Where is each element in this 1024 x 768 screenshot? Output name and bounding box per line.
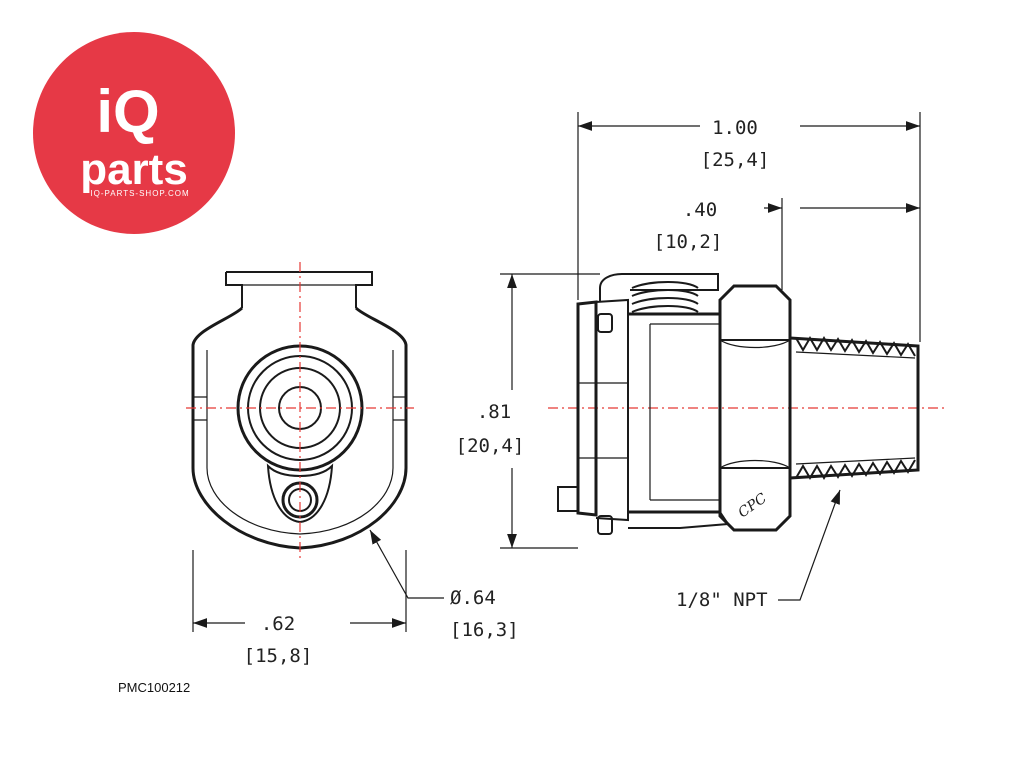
side-front-flange (576, 300, 598, 517)
front-diameter-mm: [16,3] (450, 619, 519, 641)
front-button-key (266, 463, 334, 524)
side-height-mm: [20,4] (456, 435, 525, 457)
side-thread-len-mm: [10,2] (654, 231, 723, 253)
side-view: CPC 1.00 [25,4] .40 [10,2] .81 [20,4] 1/… (456, 112, 944, 611)
logo-tagline: IQ-PARTS-SHOP.COM (90, 189, 189, 198)
side-flange-body (595, 298, 629, 522)
side-hex-curve-top (719, 339, 791, 349)
front-side-notch-left (193, 396, 207, 421)
side-clip-bottom (597, 515, 613, 535)
logo-text-iq: iQ (96, 78, 159, 145)
side-locating-pin (557, 486, 579, 512)
side-length-mm: [25,4] (701, 149, 770, 171)
side-clip-top (597, 313, 613, 333)
front-diameter-inch: Ø.64 (450, 587, 496, 609)
side-thread-root-bot (795, 457, 916, 465)
side-npt-leader (778, 489, 841, 601)
side-length-inch: 1.00 (712, 117, 758, 139)
side-hex-nut (718, 284, 792, 532)
side-body-mark: CPC (735, 490, 770, 521)
part-number: PMC100212 (118, 680, 190, 695)
side-spring (631, 281, 699, 313)
side-thread-len-inch: .40 (683, 199, 717, 221)
front-view: .62 [15,8] Ø.64 [16,3] (186, 262, 519, 667)
side-npt-callout: 1/8" NPT (676, 589, 768, 611)
front-diameter-leader (369, 529, 444, 599)
front-width-inch: .62 (261, 613, 295, 635)
front-latch-tab (225, 271, 373, 308)
logo-circle (33, 32, 235, 234)
side-hex-curve-bot (719, 459, 791, 469)
side-height-inch: .81 (477, 401, 511, 423)
front-body-inner (206, 350, 394, 535)
side-thread-root-top (795, 351, 916, 359)
front-side-notch-right (393, 396, 406, 421)
brand-logo: iQ parts IQ-PARTS-SHOP.COM (33, 32, 235, 234)
front-width-mm: [15,8] (244, 645, 313, 667)
side-body-lower-latch (628, 511, 730, 529)
logo-text-parts: parts (80, 145, 188, 194)
side-thread-teeth (795, 336, 916, 480)
side-main-body (628, 312, 722, 514)
side-latch-top (599, 273, 719, 302)
